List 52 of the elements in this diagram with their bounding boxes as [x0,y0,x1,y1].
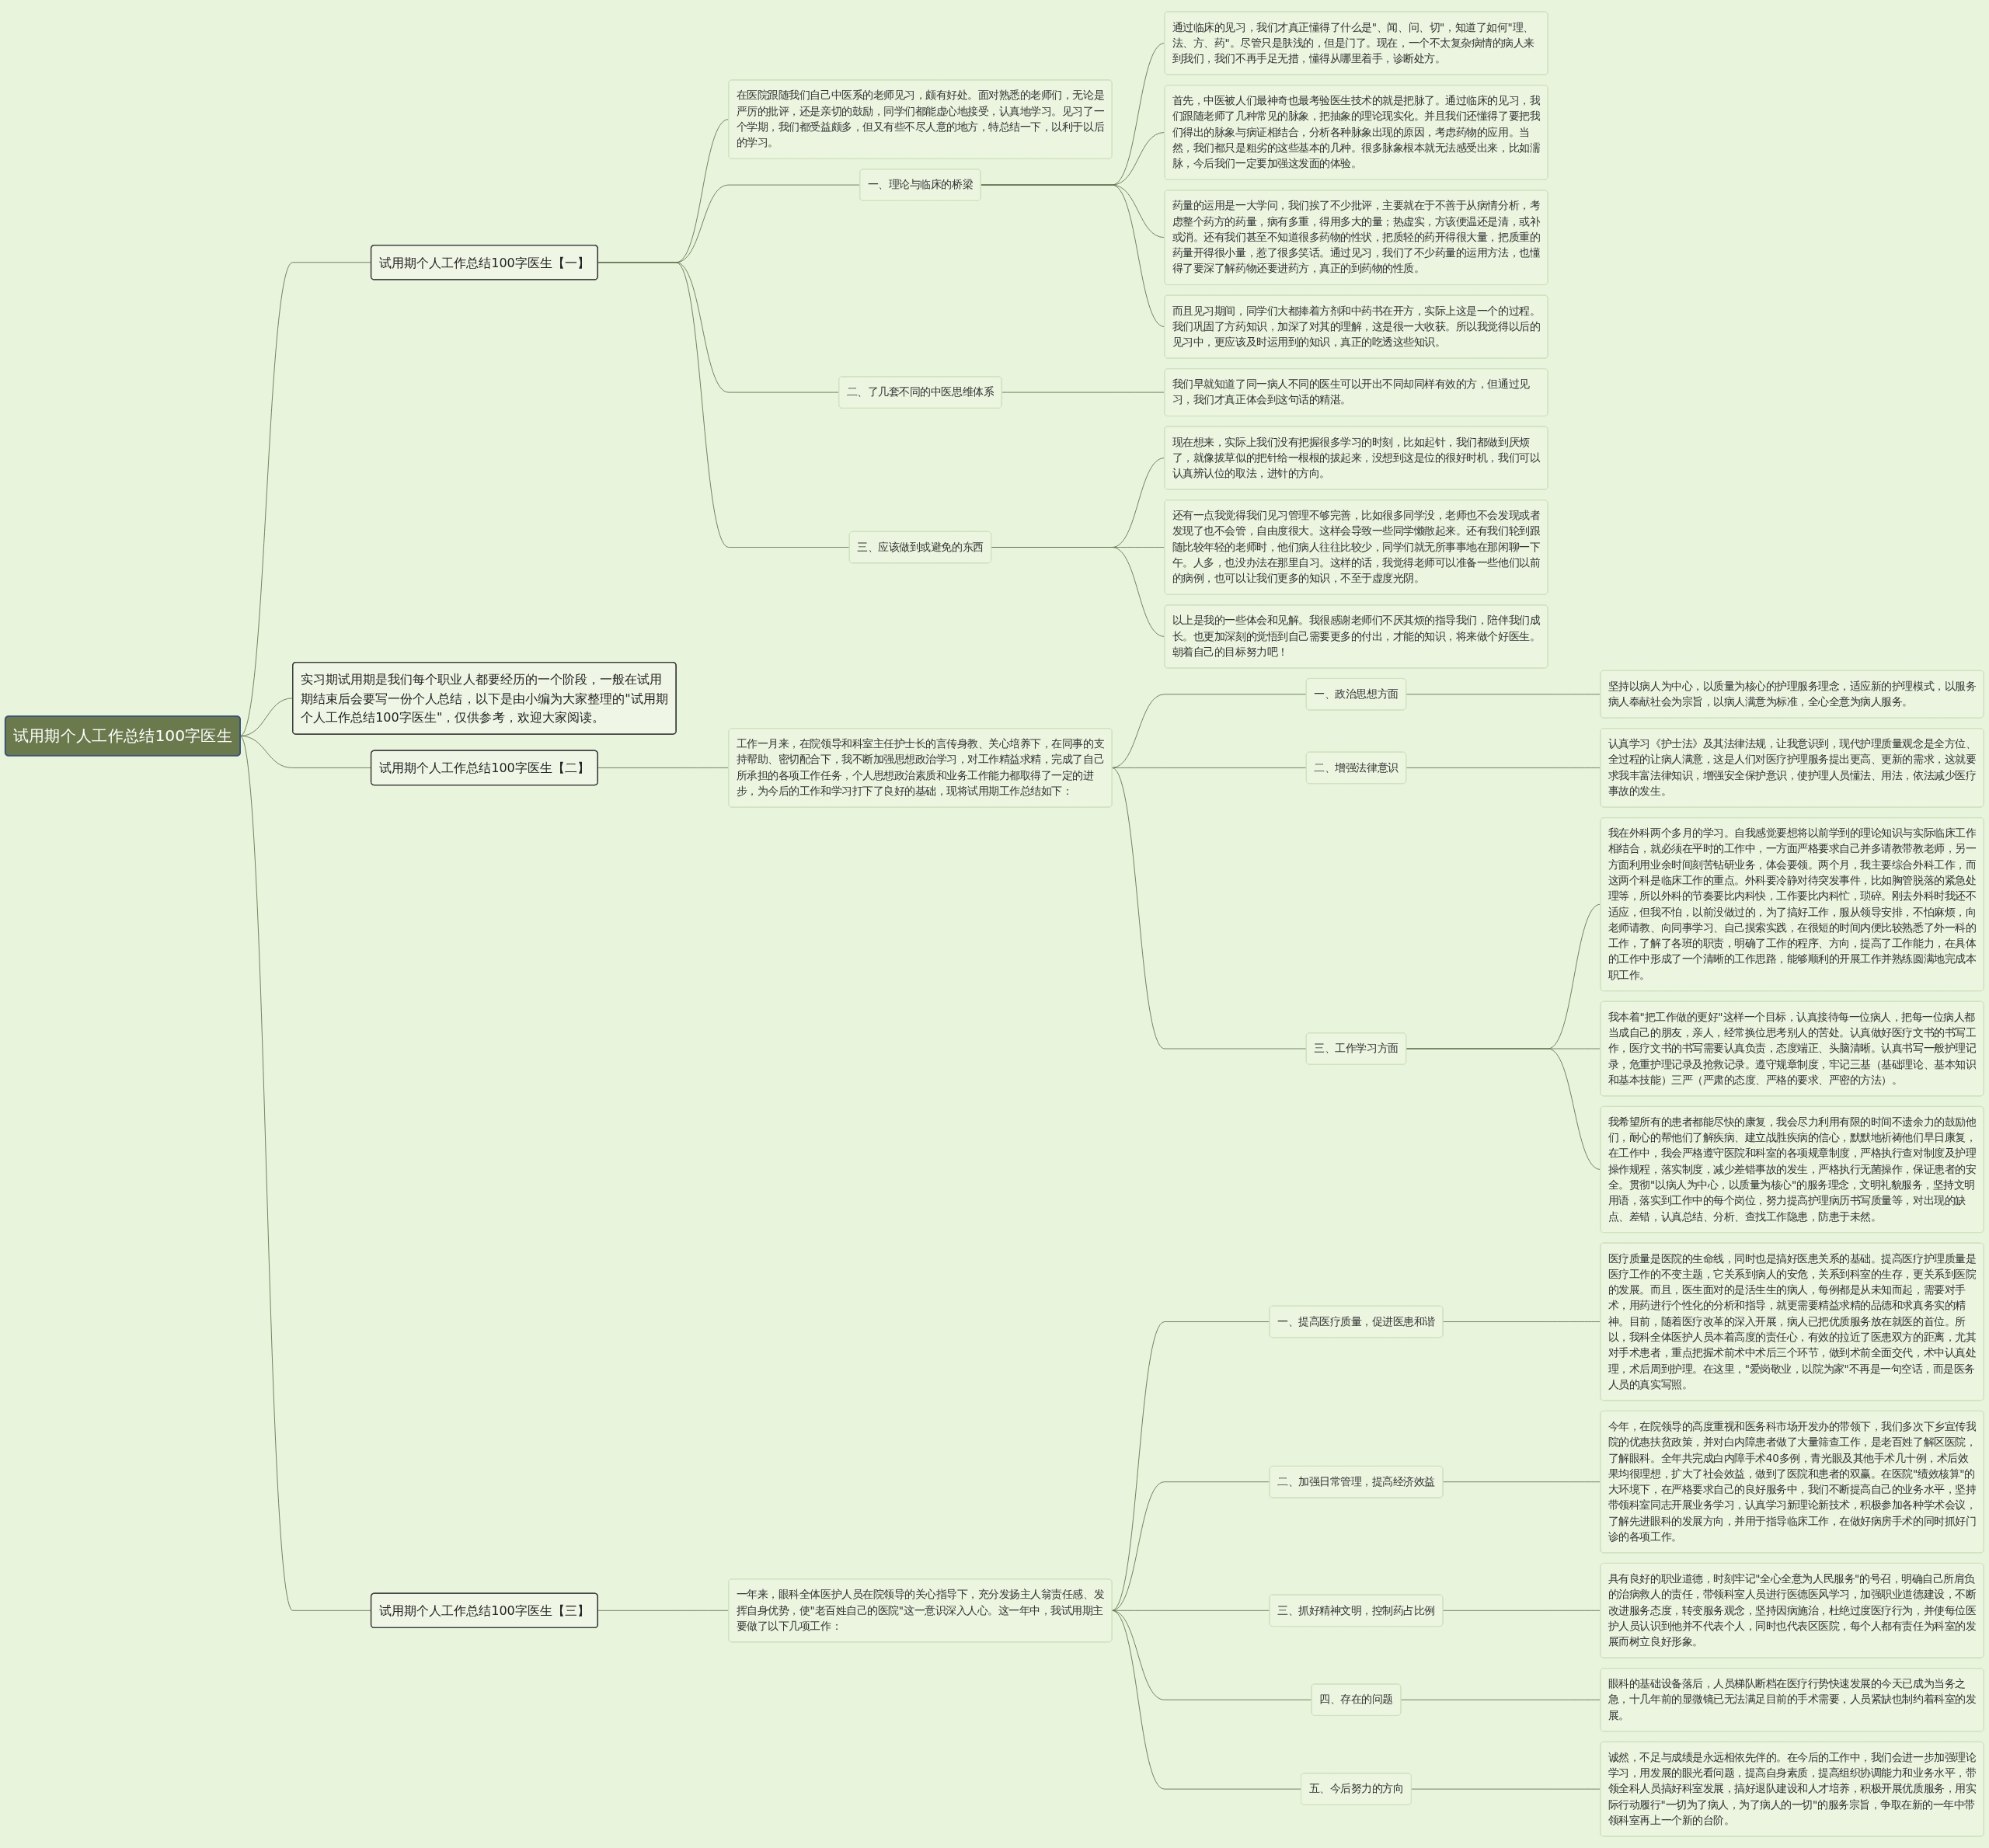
connector-line [980,184,1165,328]
subtopic-box: 还有一点我觉得我们见习管理不够完善，比如很多同学没，老师也不会发现或者发现了也不会管，自由度很大。这样会导致一些同学懒散起来。还有我们轮到跟随比较年轻的老师时，他们病人往往比较少，同学们就无所事事地在那闲聊一下午。人多，也没办法在那里自习。这样的话，我觉得老师可以准备一些他们以前的病例，也可以让我们更多的知识，不至于虚度光阴。 [1164,499,1548,595]
subtopic-box: 一、政治思想方面 [1305,678,1407,711]
connector-line [1442,1610,1601,1611]
subtopic-box: 今年，在院领导的高度重视和医务科市场开发办的带领下，我们多次下乡宣传我院的优惠扶贫政策，并对白内障患者做了大量筛查工作，是老百姓了解区医院，了解眼科。全年共完成白内障手术40多例，青光眼及其他手术几十例，术后效果均很理想，扩大了社会效益，做到了医院和患者的双赢。在医院"绩效核算"的大环境下，在严格要求自己的良好服务中，我们不断提高自己的业务水平，坚持带领科室同志开展业务学习，认真学习新理论新技术，积极参加各种学术会议，了解先进眼科的发展方向，并用于指导临床工作，在做好病房手术的同时抓好门诊的各项工作。 [1600,1411,1984,1554]
subtopic-box: 现在想来，实际上我们没有把握很多学习的时刻，比如起针，我们都做到厌烦了，就像拔草似的把针给一根根的拔起来，没想到这是位的很好时机，我们可以认真辨认位的取法，进针的方向。 [1164,426,1548,490]
subtopic-box: 通过临床的见习，我们才真正懂得了什么是"、闻、问、切"，知道了如何"理、法、方、药"。尽管只是肤浅的，但是门了。现在，一个不太复杂病情的病人来到我们，我们不再手足无措，懂得从哪里着手，诊断处方。 [1164,11,1548,75]
subtopic-box: 我们早就知道了同一病人不同的医生可以开出不同却同样有效的方，但通过见习，我们才真正体会到这句话的精湛。 [1164,368,1548,416]
subtopic-box: 药量的运用是一大学问，我们挨了不少批评，主要就在于不善于从病情分析，考虑整个药方的药量，病有多重，得用多大的量；热虚实，方该便温还是清，或补或消。还有我们甚至不知道很多药物的性状，把质轻的药开得很大量，把质重的药量开得很小量，惹了很多笑话。通过见习，我们了不少药量的运用方法，也懂得了要深了解药物还要进药方，真正的到药物的性质。 [1164,190,1548,285]
subtopic-box: 首先，中医被人们最神奇也最考验医生技术的就是把脉了。通过临床的见习，我们跟随老师了几种常见的脉象，把抽象的理论现实化。并且我们还懂得了要把我们得出的脉象与病证相结合，分析各种脉象出现的原因，考虑药物的应用。当然，我们都只是粗劣的这些基本的几种。很多脉象根本就无法感受出来，比如濡脉，今后我们一定要加强这发面的体验。 [1164,85,1548,180]
connector-line [1406,767,1601,768]
connector-line [1411,1788,1601,1790]
subtopic-box: 以上是我的一些体会和见解。我很感谢老师们不厌其烦的指导我们，陪伴我们成长。也更加深刻的觉悟到自己需要更多的付出，才能的知识，将来做个好医生。朝着自己的目标努力吧！ [1164,604,1548,669]
connector-line [1442,1481,1601,1483]
connector-line [1111,767,1307,1049]
topic-box: 实习期试用期是我们每个职业人都要经历的一个阶段，一般在试用期结束后会要写一份个人总结，以下是由小编为大家整理的"试用期个人工作总结100字医生"，仅供参考，欢迎大家阅读。 [292,661,677,735]
connector-line [1400,1699,1601,1700]
subtopic-box: 而且见习期间，同学们大都捧着方剂和中药书在开方，实际上这是一个的过程。我们巩固了方药知识，加深了对其的理解，这是很一大收获。所以我觉得以后的见习中，更应该及时运用到的知识，真正的吃透这些知识。 [1164,294,1548,359]
subtopic-box: 五、今后努力的方向 [1301,1773,1412,1805]
subtopic-box: 在医院跟随我们自己中医系的老师见习，颇有好处。面对熟悉的老师们，无论是严厉的批评，还是亲切的鼓励，同学们都能虚心地接受，认真地学习。见习了一个学期，我们都受益颇多，但又有些不尽人意的地方，特总结一下，以利于以后的学习。 [728,79,1113,159]
subtopic-box: 二、增强法律意识 [1305,751,1407,785]
connector-line [1442,1321,1601,1322]
connector-line [991,547,1165,637]
subtopic-box: 诚然，不足与成绩是永远相依先伴的。在今后的工作中，我们会进一步加强理论学习，用发展的眼光看问题，提高自身素质，提高组织协调能力和业务水平，带领全科人员搞好科室发展，搞好退队建设和人才培养，积极开展优质服务，用实际行动履行"一切为了病人，为了病人的一切"的服务宗旨，争取在新的一年中带领科室再上一个新的台阶。 [1600,1741,1984,1837]
subtopic-box: 三、工作学习方面 [1305,1032,1407,1065]
subtopic-box: 我本着"把工作做的更好"这样一个目标，认真接待每一位病人，把每一位病人都当成自己的朋友，亲人，经常换位思考别人的苦处。认真做好医疗文书的书写工作，医疗文书的书写需要认真负责，态度端正、头脑清晰。认真书写一般护理记录，危重护理记录及抢救记录。遵守规章制度，牢记三基（基础理论、基本知识和基本技能）三严（严肃的态度、严格的要求、严密的方法）。 [1600,1001,1984,1097]
subtopic-box: 认真学习《护士法》及其法律法规，让我意识到，现代护理质量观念是全方位、全过程的让病人满意，这是人们对医疗护理服务提出更高、更新的需求，这就要求我丰富法律知识，增强安全保护意识，使护理人员懂法、用法，依法减少医疗事故的发生。 [1600,728,1984,808]
subtopic-box: 三、抓好精神文明，控制药占比例 [1269,1594,1444,1627]
subtopic-box: 四、存在的问题 [1311,1683,1402,1716]
subtopic-box: 坚持以病人为中心，以质量为核心的护理服务理念，适应新的护理模式，以服务病人奉献社会为宗旨，以病人满意为标准，全心全意为病人服务。 [1600,670,1984,719]
connector-line [1406,694,1601,695]
subtopic-box: 二、了几套不同的中医思维体系 [838,376,1002,409]
subtopic-box: 一、提高医疗质量，促进医患和谐 [1269,1305,1444,1338]
connector-line [1111,1481,1270,1611]
central-topic-box: 试用期个人工作总结100字医生 [4,715,241,757]
subtopic-box: 三、应该做到或避免的东西 [848,531,992,564]
subtopic-box: 二、加强日常管理，提高经济效益 [1269,1466,1444,1498]
subtopic-box: 具有良好的职业道德，时刻牢记"全心全意为人民服务"的号召，明确自己所肩负的治病救人的责任，带领科室人员进行医德医风学习，加强职业道德建设，不断改进服务态度，转变服务观念，坚持因病施治，杜绝过度医疗行为，并使每位医护人员认识到他并不代表个人，同时也代表区医院，每个人都有责任为科室的发展而树立良好形象。 [1600,1563,1984,1658]
connector-line [1111,1610,1301,1790]
topic-box: 试用期个人工作总结100字医生【三】 [370,1592,598,1629]
topic-box: 试用期个人工作总结100字医生【二】 [370,750,598,786]
subtopic-box: 我在外科两个多月的学习。自我感觉要想将以前学到的理论知识与实际临床工作相结合，就必须在平时的工作中，一方面严格要求自己并多请教带教老师，另一方面利用业余时间刻苦钻研业务，体会要领。两个月，我主要综合外科工作，而这两个科是临床工作的重点。外科要冷静对待突发事件，比如胸管脱落的紧急处理等，所以外科的节奏要比内科快，工作要比内科忙，琐碎。刚去外科时我还不适应，但我不怕，以前没做过的，为了搞好工作，服从领导安排，不怕麻烦，向老师请教、向同事学习、自己摸索实践，在很短的时间内便比较熟悉了外一科的工作，了解了各班的职责，明确了工作的程序、方向，提高了工作能力，在具体的工作中形成了一个清晰的工作思路，能够顺利的开展工作并熟练圆满地完成本职工作。 [1600,817,1984,992]
subtopic-box: 一、理论与临床的桥梁 [859,169,981,201]
subtopic-box: 眼科的基础设备落后，人员梯队断档在医疗行势快速发展的今天已成为当务之急，十几年前的显微镜已无法满足目前的手术需要，人员紧缺也制约着科室的发展。 [1600,1668,1984,1732]
subtopic-box: 医疗质量是医院的生命线，同时也是搞好医患关系的基础。提高医疗护理质量是医疗工作的不变主题，它关系到病人的安危，关系到科室的生存，更关系到医院的发展。而且，医生面对的是活生生的病人，每例都是从未知而起，需要对手术，用药进行个性化的分析和指导，就更需要精益求精的品德和求真务实的精神。目前，随着医疗改革的深入开展，病人已把优质服务放在就医的首位。所以，我科全体医护人员本着高度的责任心，有效的拉近了医患双方的距离，尤其对手术患者，重点把握术前术中术后三个环节，做到术前全面交代，术中认真处理，术后周到护理。在这里，"爱岗敬业，以院为家"不再是一句空话，而是医务人员的真实写照。 [1600,1242,1984,1401]
subtopic-box: 一年来，眼科全体医护人员在院领导的关心指导下，充分发扬主人翁责任感、发挥自身优势，使"老百姓自己的医院"这一意识深入人心。这一年中，我试用期主要做了以下几项工作： [728,1578,1113,1643]
subtopic-box: 我希望所有的患者都能尽快的康复，我会尽力利用有限的时间不遗余力的鼓励他们，耐心的帮他们了解疾病、建立战胜疾病的信心，默默地祈祷他们早日康复，在工作中，我会严格遵守医院和科室的各项规章制度，严格执行查对制度及护理操作规程，落实制度，减少差错事故的发生，严格执行无菌操作，保证患者的安全。贯彻"以病人为中心，以质量为核心"的服务理念，文明礼貌服务，坚持文明用语，落实到工作中的每个岗位，努力提高护理病历书写质量等，对出现的缺点、差错，认真总结、分析、查找工作隐患，防患于未然。 [1600,1105,1984,1234]
connector-line [1111,694,1307,768]
connector-line [1001,392,1165,393]
subtopic-box: 工作一月来，在院领导和科室主任护士长的言传身教、关心培养下，在同事的支持帮助、密切配合下，我不断加强思想政治学习，对工作精益求精，完成了自己所承担的各项工作任务，个人思想政治素质和业务工作能力都取得了一定的进步，为今后的工作和学习打下了良好的基础，现将试用期工作总结如下： [728,728,1113,808]
topic-box: 试用期个人工作总结100字医生【一】 [370,245,598,280]
connector-line [1406,1048,1601,1170]
